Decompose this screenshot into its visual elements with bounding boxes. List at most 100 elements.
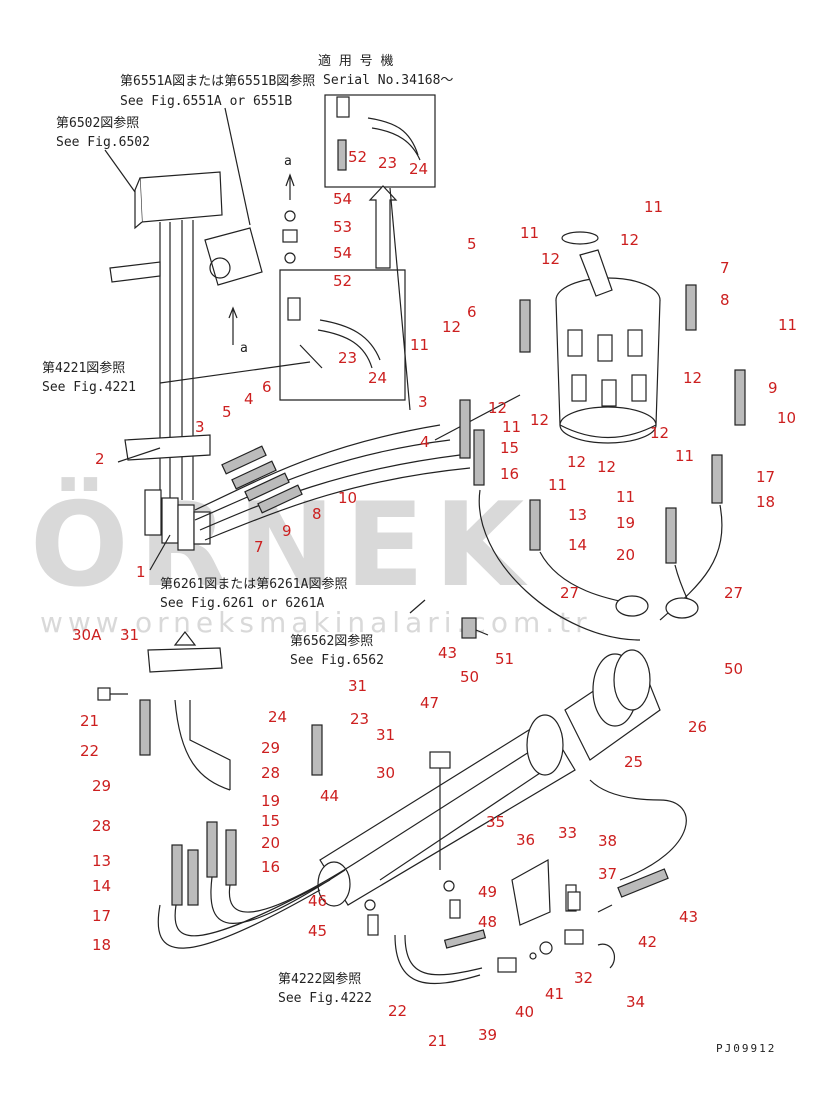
callout: 27 <box>724 584 743 602</box>
serial-inset-box <box>324 94 436 269</box>
callout: 12 <box>530 411 549 429</box>
callout: 35 <box>486 813 505 831</box>
callout: 37 <box>598 865 617 883</box>
callout: 39 <box>478 1026 497 1044</box>
ref-6551-jp: 第6551A図または第6551B図参照 <box>120 73 315 89</box>
callout: 54 <box>333 190 352 208</box>
callout: 4 <box>420 433 430 451</box>
callout: 12 <box>541 250 560 268</box>
detail-inset-box <box>228 173 406 401</box>
callout: 34 <box>626 993 645 1011</box>
callout: 11 <box>502 418 521 436</box>
swivel-hoses <box>459 284 746 641</box>
callout: 7 <box>720 259 730 277</box>
callout: 11 <box>520 224 539 242</box>
callout: 20 <box>261 834 280 852</box>
callout: 16 <box>500 465 519 483</box>
control-valve-block <box>109 171 263 500</box>
callout: 11 <box>778 316 797 334</box>
callout: 18 <box>756 493 775 511</box>
callout: 28 <box>261 764 280 782</box>
callout: 53 <box>333 218 352 236</box>
callout: 15 <box>500 439 519 457</box>
callout: 11 <box>675 447 694 465</box>
callout: 31 <box>376 726 395 744</box>
callout: 30A <box>72 626 102 644</box>
callout: 12 <box>442 318 461 336</box>
callout: 26 <box>688 718 707 736</box>
ref-6551-en: See Fig.6551A or 6551B <box>120 94 292 109</box>
callout: 48 <box>478 913 497 931</box>
ref-6502-jp: 第6502図参照 <box>56 115 139 131</box>
callout: 50 <box>460 668 479 686</box>
ref-4222-jp: 第4222図参照 <box>278 971 361 987</box>
callout: 8 <box>312 505 322 523</box>
callout: 12 <box>683 369 702 387</box>
callout: 28 <box>92 817 111 835</box>
callout: 25 <box>624 753 643 771</box>
callout: 52 <box>348 148 367 166</box>
callout: 13 <box>92 852 111 870</box>
view-mark-a-mid: a <box>240 341 248 356</box>
callout: 46 <box>308 892 327 910</box>
callout: 29 <box>261 739 280 757</box>
view-mark-a-top: a <box>284 154 292 169</box>
callout: 52 <box>333 272 352 290</box>
callout: 24 <box>409 160 428 178</box>
travel-motor-pipe <box>317 649 661 907</box>
valve-stack <box>124 434 211 551</box>
callout: 51 <box>495 650 514 668</box>
callout: 11 <box>644 198 663 216</box>
callout: 31 <box>348 677 367 695</box>
callout: 6 <box>262 378 272 396</box>
leader-lines <box>104 107 426 614</box>
callout: 24 <box>368 369 387 387</box>
callout: 22 <box>80 742 99 760</box>
callout: 14 <box>568 536 587 554</box>
lower-left-hoses <box>97 631 361 949</box>
center-swivel-joint <box>555 231 661 444</box>
callout: 12 <box>597 458 616 476</box>
ref-6261-jp: 第6261図または第6261A図参照 <box>160 576 347 592</box>
callout: 41 <box>545 985 564 1003</box>
callout: 23 <box>350 710 369 728</box>
callout: 36 <box>516 831 535 849</box>
callout: 11 <box>410 336 429 354</box>
ref-6562-jp: 第6562図参照 <box>290 633 373 649</box>
callout: 12 <box>650 424 669 442</box>
drawing-code: PJ09912 <box>716 1042 776 1055</box>
callout: 6 <box>467 303 477 321</box>
callout: 21 <box>80 712 99 730</box>
ref-6261-en: See Fig.6261 or 6261A <box>160 596 325 611</box>
callout: 30 <box>376 764 395 782</box>
ref-6502-en: See Fig.6502 <box>56 135 150 150</box>
callout: 11 <box>548 476 567 494</box>
callout: 12 <box>488 399 507 417</box>
callout: 22 <box>388 1002 407 1020</box>
callout: 47 <box>420 694 439 712</box>
callout: 44 <box>320 787 339 805</box>
ref-6562-en: See Fig.6562 <box>290 653 384 668</box>
callout: 23 <box>338 349 357 367</box>
callout: 9 <box>768 379 778 397</box>
callout: 13 <box>568 506 587 524</box>
callout: 21 <box>428 1032 447 1050</box>
callout: 7 <box>254 538 264 556</box>
part-callouts: 52 23 24 54 53 54 52 23 24 5 11 12 6 12 … <box>72 148 797 1050</box>
callout: 4 <box>244 390 254 408</box>
callout: 3 <box>418 393 428 411</box>
callout: 5 <box>222 403 232 421</box>
callout: 10 <box>777 409 796 427</box>
ref-4221-en: See Fig.4221 <box>42 380 136 395</box>
callout: 45 <box>308 922 327 940</box>
callout: 15 <box>261 812 280 830</box>
callout: 9 <box>282 522 292 540</box>
callout: 17 <box>756 468 775 486</box>
watermark-url: www.orneksmakinalari.com.tr <box>40 606 592 639</box>
callout: 54 <box>333 244 352 262</box>
callout: 10 <box>338 489 357 507</box>
callout: 23 <box>378 154 397 172</box>
callout: 40 <box>515 1003 534 1021</box>
callout: 3 <box>195 418 205 436</box>
